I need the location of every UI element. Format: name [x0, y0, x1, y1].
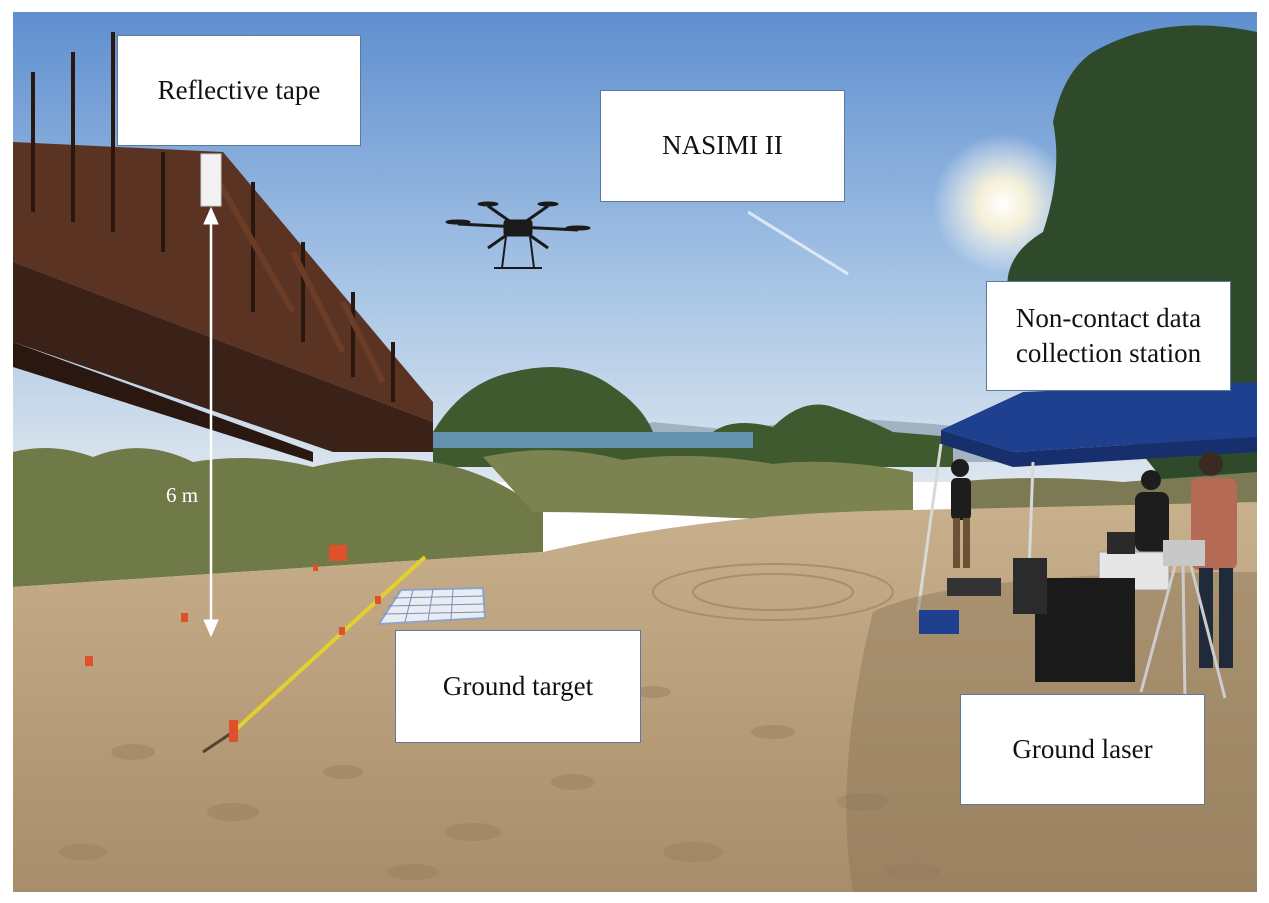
canopy-tent — [916, 382, 1257, 613]
callout-station-text: Non-contact data collection station — [1015, 302, 1202, 368]
circular-tracks-inner — [692, 573, 854, 611]
circular-tracks — [652, 563, 894, 621]
callout-reflective-tape: Reflective tape — [117, 35, 361, 146]
callout-ground-target-text: Ground target — [442, 670, 594, 701]
bridge — [13, 32, 433, 462]
footprints — [59, 686, 941, 881]
equipment — [919, 532, 1227, 703]
reflective-tape-marker — [200, 153, 222, 207]
callout-ground-target: Ground target — [395, 630, 641, 743]
survey-flags — [85, 545, 381, 742]
bushes-left — [13, 448, 543, 587]
callout-data-collection-station: Non-contact data collection station — [986, 281, 1231, 391]
height-label: 6 m — [166, 483, 199, 507]
callout-ground-laser-text: Ground laser — [1012, 733, 1153, 764]
callout-reflective-tape-text: Reflective tape — [157, 74, 321, 105]
callout-uav-text: NASIMI II — [662, 130, 783, 161]
measuring-tape-shadow — [202, 730, 234, 754]
contrail — [747, 210, 849, 276]
ground-target — [377, 586, 487, 626]
height-arrow — [203, 206, 219, 638]
drone — [445, 201, 591, 269]
blue-fence — [433, 432, 753, 448]
measuring-tape — [231, 555, 427, 734]
bushes-mid — [483, 450, 913, 520]
callout-uav: NASIMI II — [600, 90, 845, 202]
callout-ground-laser: Ground laser — [960, 694, 1205, 805]
